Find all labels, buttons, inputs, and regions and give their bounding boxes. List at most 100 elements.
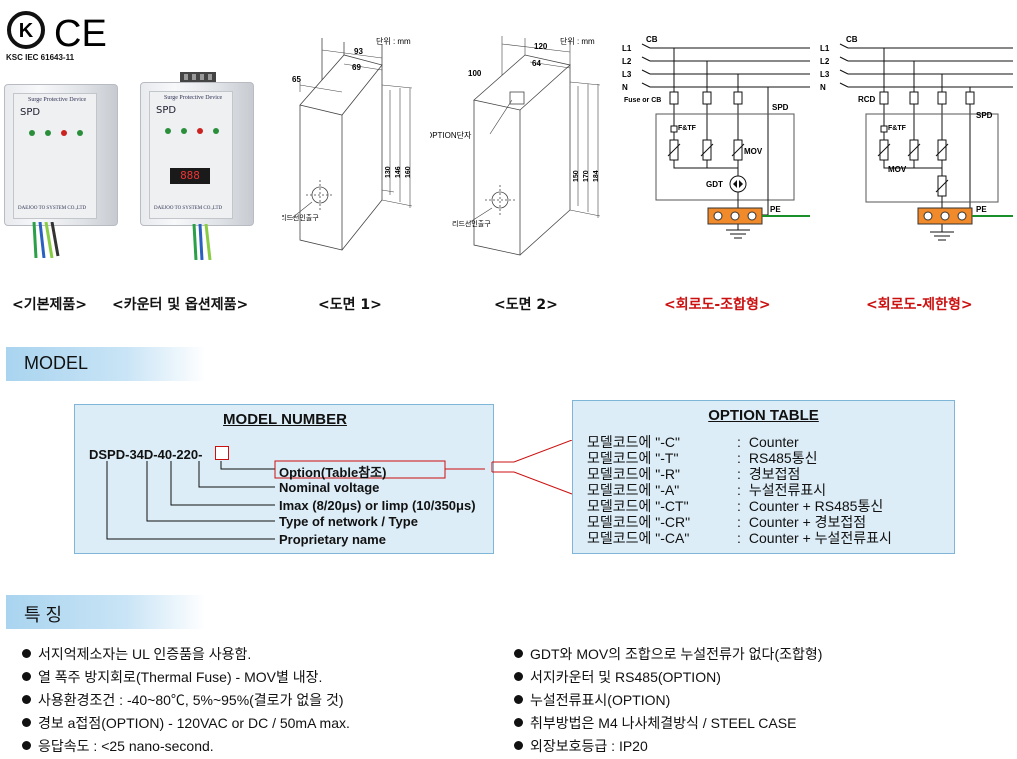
feature-item: 서지카운터 및 RS485(OPTION) [514, 667, 822, 690]
option-terminal-label: OPTION단자 [430, 130, 472, 140]
caption-drawing-2: <도면 2> [494, 297, 558, 313]
option-row: 모델코드에 "-CR": Counter + 경보접점 [587, 514, 867, 530]
model-number-panel: MODEL NUMBER DSPD-34D-40-220- Option(Tab… [74, 404, 494, 554]
label-ftf: F&TF [888, 125, 907, 132]
features-left-list: 서지억제소자는 UL 인증품을 사용함. 열 폭주 방지회로(Thermal F… [22, 644, 350, 759]
dim-150: 150 [573, 170, 580, 182]
model-code: DSPD-34D-40-220- [89, 447, 203, 462]
bullet-icon [22, 718, 31, 727]
led-indicators-icon [29, 130, 83, 136]
feature-item: 외장보호등급 : IP20 [514, 736, 822, 759]
device-body: Surge Protective Device SPD 888 DAEJOO T… [140, 82, 254, 226]
cable-bundle-icon [32, 222, 60, 258]
option-table-panel: OPTION TABLE 모델코드에 "-C": Counter 모델코드에 "… [572, 400, 955, 554]
label-spd: SPD [772, 103, 789, 112]
kc-mark: K [19, 20, 34, 42]
bullet-icon [22, 741, 31, 750]
circuit-diagram-limit: CB L1 L2 L3 N RCD F&TF MOV SPD PE [820, 35, 1013, 241]
dim-130: 130 [385, 166, 392, 178]
kc-ce-logo-icon: K CE [7, 11, 107, 55]
device-subtitle: Surge Protective Device [164, 95, 223, 101]
dimension-drawing-2: 단위 : mm 120 64 100 150 170 184 OPTION단자 … [430, 36, 601, 256]
mn-network-type: Type of network / Type [279, 514, 418, 529]
feature-item: 경보 a접점(OPTION) - 120VAC or DC / 50mA max… [22, 713, 350, 736]
label-gdt: GDT [706, 180, 723, 189]
caption-drawing-1: <도면 1> [318, 297, 382, 313]
mn-proprietary-name: Proprietary name [279, 532, 386, 547]
label-l2: L2 [820, 57, 830, 66]
label-mov: MOV [744, 147, 763, 156]
dim-120: 120 [534, 42, 548, 51]
dim-65: 65 [292, 75, 301, 84]
mn-option: Option(Table참조) [279, 465, 387, 480]
mn-current-rating: Imax (8/20μs) or Iimp (10/350μs) [279, 498, 476, 513]
counter-product-image: Surge Protective Device SPD 888 DAEJOO T… [140, 70, 256, 260]
model-number-heading: MODEL NUMBER [223, 411, 347, 428]
device-front-panel: Surge Protective Device SPD 888 DAEJOO T… [149, 91, 233, 219]
dim-100: 100 [468, 69, 482, 78]
dim-69: 69 [352, 63, 361, 72]
feature-item: 사용환경조건 : -40~80℃, 5%~95%(결로가 없을 것) [22, 690, 350, 713]
device-front-panel: Surge Protective Device SPD DAEJOO TO SY… [13, 93, 97, 219]
bullet-icon [514, 695, 523, 704]
device-subtitle: Surge Protective Device [28, 97, 87, 103]
basic-product-image: Surge Protective Device SPD DAEJOO TO SY… [4, 84, 120, 259]
dimension-drawing-1: 단위 : mm 93 69 65 130 146 160 리드선인출구 [282, 36, 413, 251]
arrow-to-option-table-icon [491, 440, 573, 495]
cert-standard: KSC IEC 61643-11 [6, 53, 75, 62]
features-right-list: GDT와 MOV의 조합으로 누설전류가 없다(조합형) 서지카운터 및 RS4… [514, 644, 822, 759]
device-company: DAEJOO TO SYSTEM CO.,LTD [18, 206, 87, 211]
model-leader-lines [106, 460, 485, 540]
caption-circuit-limit: <회로도-제한형> [866, 297, 973, 313]
bullet-icon [514, 718, 523, 727]
feature-item: 열 폭주 방지회로(Thermal Fuse) - MOV별 내장. [22, 667, 350, 690]
cable-bundle-icon [192, 224, 212, 260]
feature-item: 서지억제소자는 UL 인증품을 사용함. [22, 644, 350, 667]
label-n: N [820, 83, 826, 92]
label-n: N [622, 83, 628, 92]
device-title: SPD [20, 107, 41, 118]
caption-counter: <카운터 및 옵션제품> [112, 297, 249, 313]
option-row: 모델코드에 "-C": Counter [587, 434, 799, 450]
dim-64: 64 [532, 59, 541, 68]
label-pe: PE [770, 205, 781, 214]
section-title-features: 특 징 [24, 605, 63, 625]
label-spd: SPD [976, 111, 993, 120]
label-mov: MOV [888, 165, 907, 174]
bullet-icon [514, 649, 523, 658]
label-l3: L3 [820, 70, 830, 79]
label-l3: L3 [622, 70, 632, 79]
section-header-model: MODEL [6, 347, 206, 381]
dim-146: 146 [395, 166, 402, 178]
option-row: 모델코드에 "-CT": Counter + RS485통신 [587, 498, 884, 514]
bullet-icon [22, 672, 31, 681]
option-placeholder-box [215, 446, 229, 460]
cable-entry-label: 리드선인출구 [452, 219, 491, 228]
certification-logos: K CE [6, 6, 126, 66]
caption-circuit-combo: <회로도-조합형> [664, 297, 771, 313]
feature-item: GDT와 MOV의 조합으로 누설전류가 없다(조합형) [514, 644, 822, 667]
label-l2: L2 [622, 57, 632, 66]
section-title-model: MODEL [24, 353, 89, 373]
dim-160: 160 [405, 166, 412, 178]
dim-184: 184 [593, 170, 600, 182]
label-l1: L1 [622, 44, 632, 53]
dim-170: 170 [583, 170, 590, 182]
label-cb: CB [846, 35, 858, 44]
label-rcd: RCD [858, 95, 876, 104]
option-table-heading: OPTION TABLE [708, 407, 819, 424]
device-title: SPD [156, 105, 177, 116]
device-company: DAEJOO TO SYSTEM CO.,LTD [154, 206, 223, 211]
feature-item: 응답속도 : <25 nano-second. [22, 736, 350, 759]
option-row: 모델코드에 "-A": 누설전류표시 [587, 482, 827, 498]
label-cb: CB [646, 35, 658, 44]
label-ftf: F&TF [678, 125, 697, 132]
device-body: Surge Protective Device SPD DAEJOO TO SY… [4, 84, 118, 226]
option-table-rows: 모델코드에 "-C": Counter 모델코드에 "-T": RS485통신 … [587, 434, 892, 546]
led-indicators-icon [165, 128, 219, 134]
label-l1: L1 [820, 44, 830, 53]
label-pe: PE [976, 205, 987, 214]
ce-mark: CE [54, 13, 107, 55]
feature-item: 누설전류표시(OPTION) [514, 690, 822, 713]
cable-entry-label: 리드선인출구 [282, 213, 319, 222]
